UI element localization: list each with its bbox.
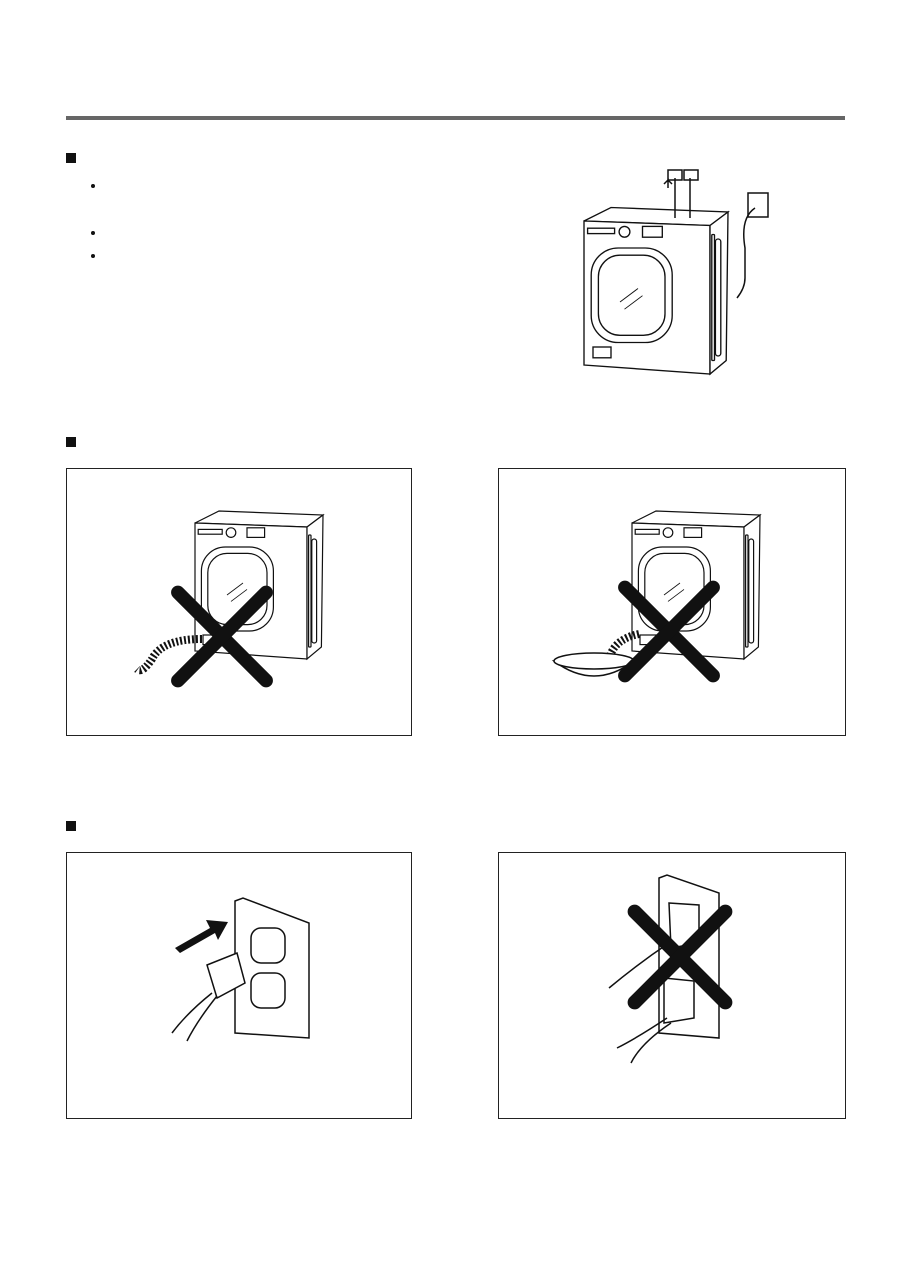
bullet-icon	[91, 184, 95, 188]
panel-multiple-plugs	[498, 852, 846, 1119]
panel-drain-hose-floor	[66, 468, 412, 736]
washer-installation-illustration	[560, 148, 780, 398]
panel-drain-hose-basin	[498, 468, 846, 736]
panel-plug-correct	[66, 852, 412, 1119]
arrow-icon	[175, 920, 228, 953]
section-1-marker-icon	[66, 153, 76, 163]
bullet-icon	[91, 254, 95, 258]
section-2-marker-icon	[66, 437, 76, 447]
section-3-marker-icon	[66, 821, 76, 831]
bullet-icon	[91, 231, 95, 235]
header-rule	[66, 116, 845, 120]
